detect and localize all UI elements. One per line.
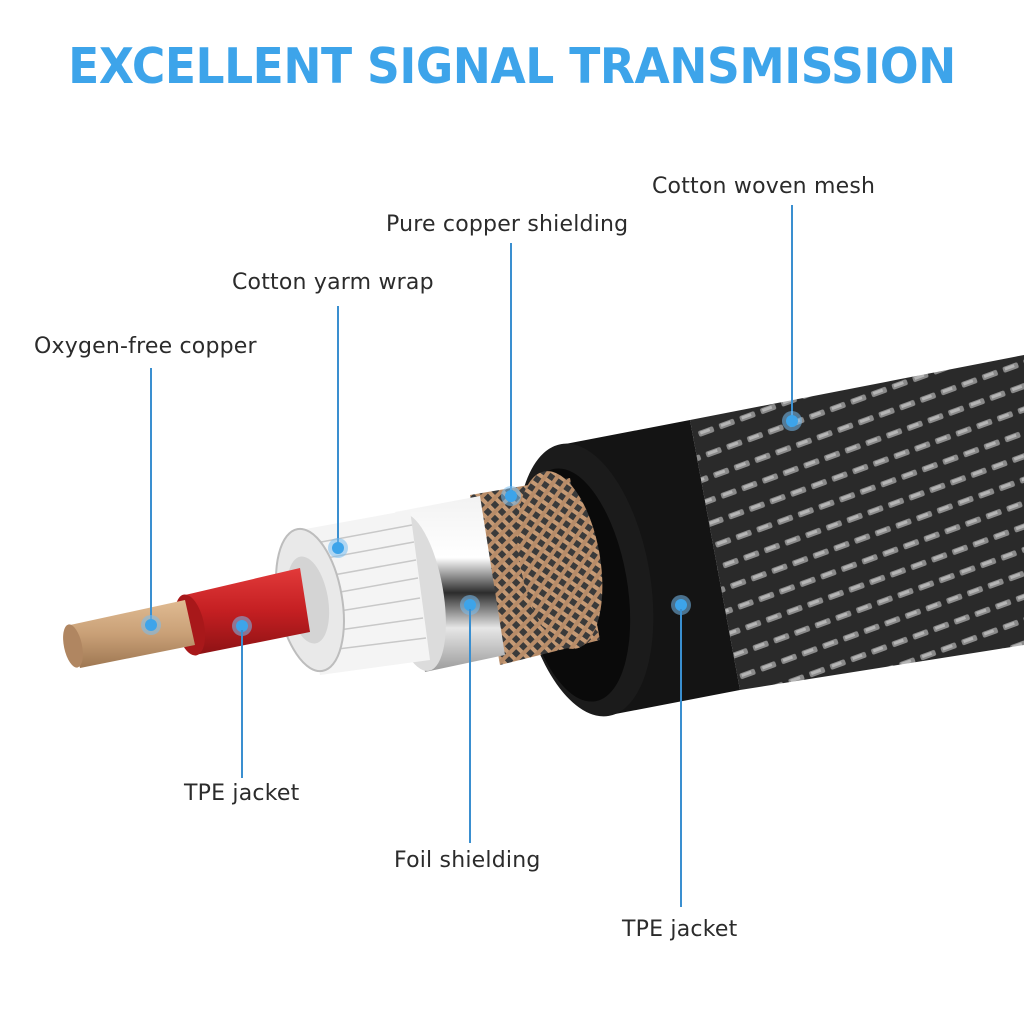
oxygen-free-copper-conductor xyxy=(63,600,195,668)
marker-dot-foil-shielding xyxy=(464,599,476,611)
label-tpe-jacket-inner: TPE jacket xyxy=(184,781,300,806)
leader-line-oxygen-free-copper xyxy=(150,368,152,624)
label-cotton-yarn-wrap: Cotton yarm wrap xyxy=(232,270,434,295)
leader-line-pure-copper-shielding xyxy=(510,243,512,493)
marker-dot-cotton-yarn-wrap xyxy=(332,542,344,554)
label-cotton-woven-mesh: Cotton woven mesh xyxy=(652,174,876,199)
marker-dot-oxygen-free-copper xyxy=(145,619,157,631)
label-oxygen-free-copper: Oxygen-free copper xyxy=(34,334,257,359)
leader-line-foil-shielding xyxy=(469,609,471,843)
marker-dot-cotton-woven-mesh xyxy=(786,415,798,427)
label-tpe-jacket-outer: TPE jacket xyxy=(622,917,738,942)
marker-dot-outer-tpe-jacket xyxy=(675,599,687,611)
leader-line-inner-tpe-jacket xyxy=(241,630,243,778)
pure-copper-shielding-layer xyxy=(470,471,603,665)
marker-dot-pure-copper-shielding xyxy=(505,490,517,502)
leader-line-outer-tpe-jacket xyxy=(680,609,682,907)
leader-line-cotton-woven-mesh xyxy=(791,205,793,419)
label-foil-shielding: Foil shielding xyxy=(394,848,541,873)
leader-line-cotton-yarn-wrap xyxy=(337,306,339,546)
marker-dot-inner-tpe-jacket xyxy=(236,620,248,632)
cotton-woven-mesh-layer xyxy=(690,355,1024,690)
label-pure-copper-shielding: Pure copper shielding xyxy=(386,212,629,237)
page-title: EXCELLENT SIGNAL TRANSMISSION xyxy=(68,38,956,95)
